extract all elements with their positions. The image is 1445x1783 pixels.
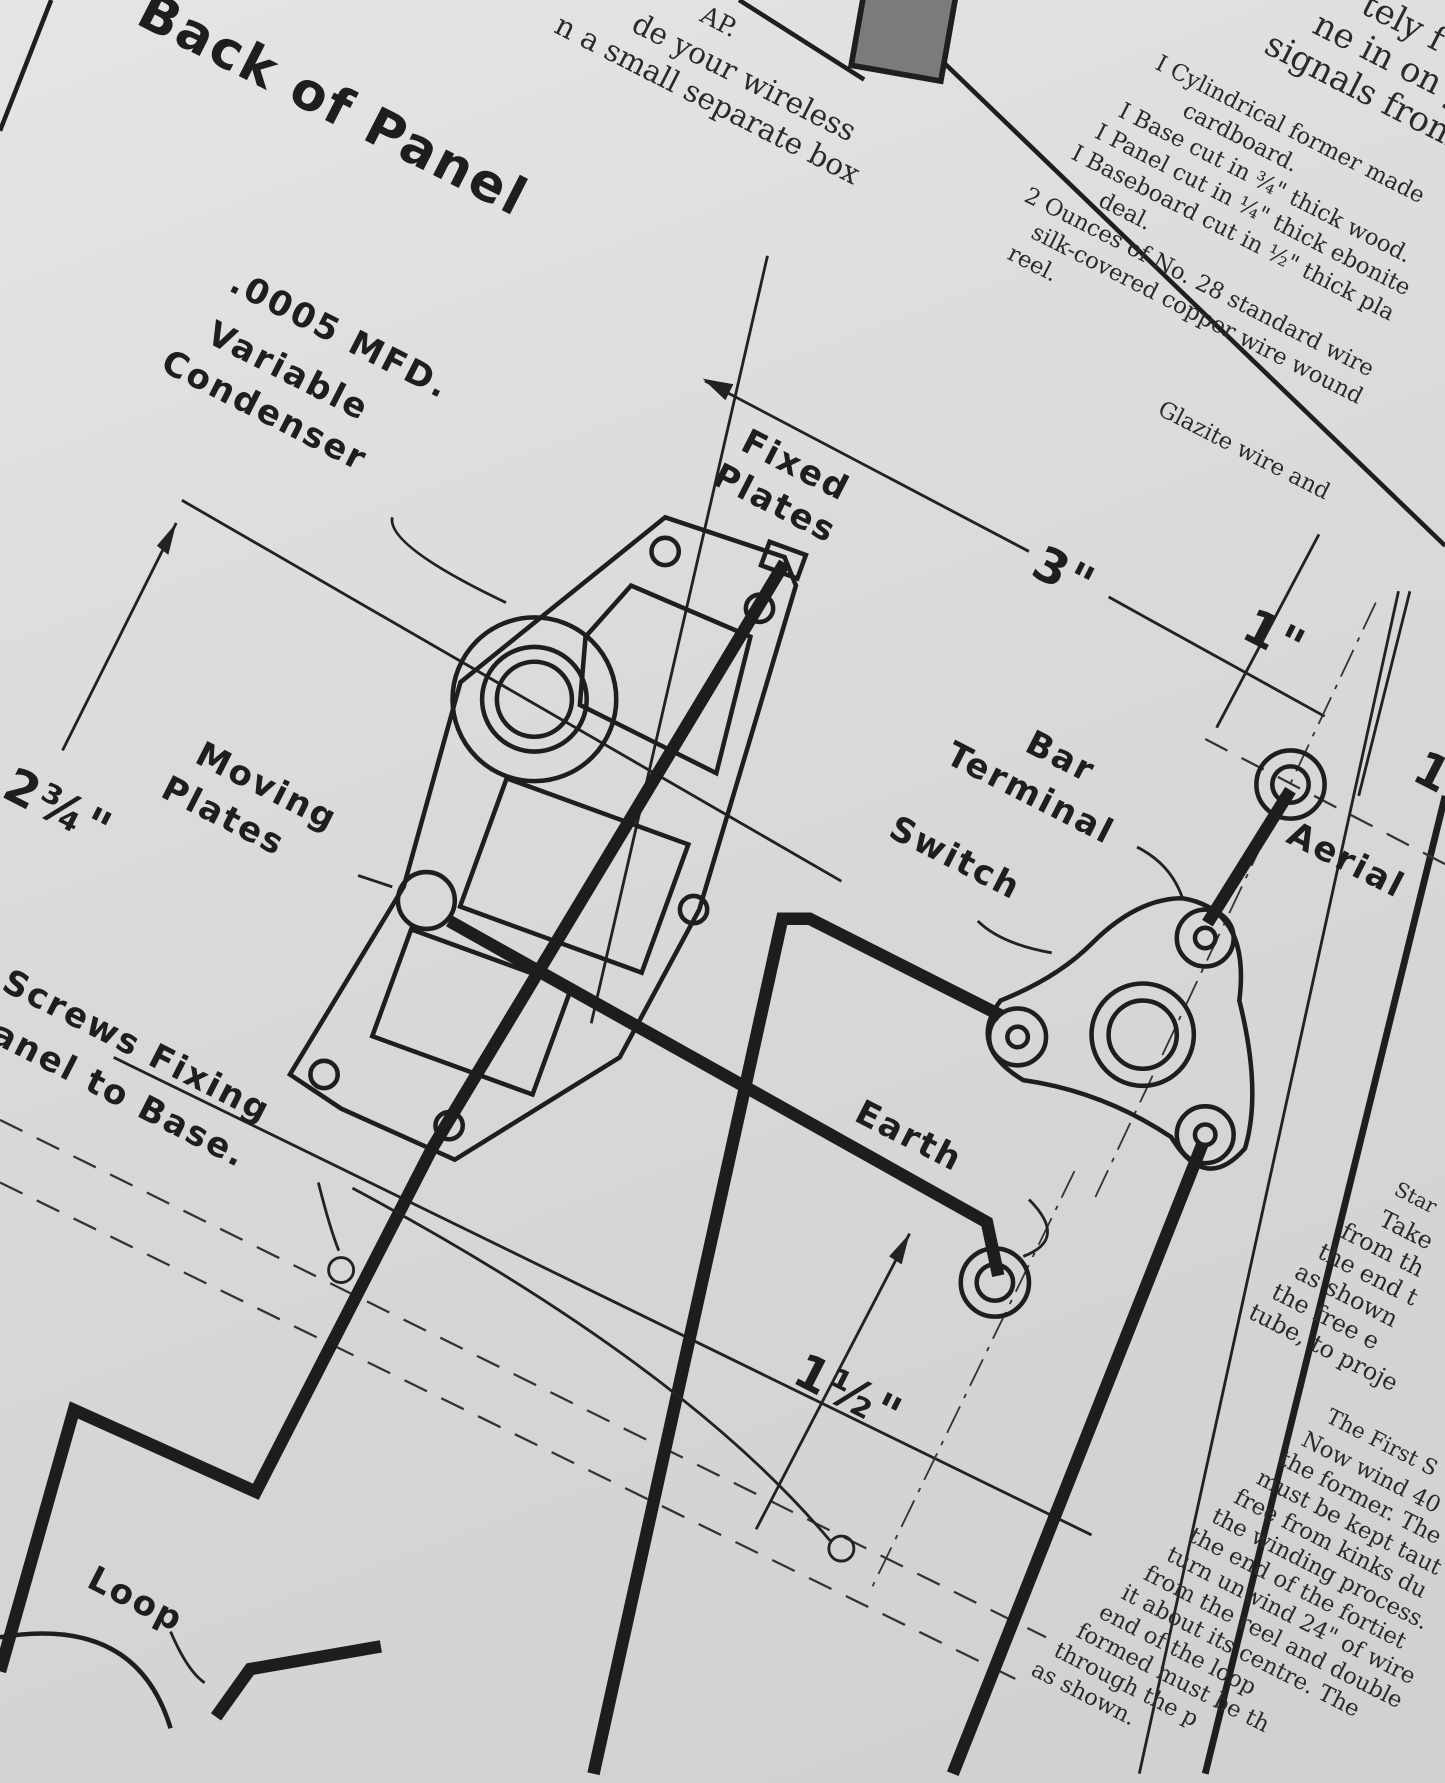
starting-section: Star Take from th the end t as shown the… [1244, 1177, 1441, 1397]
screw-icon [677, 893, 710, 926]
condenser-spindle-ring [479, 644, 589, 754]
bar-terminal [1174, 907, 1236, 969]
moving-plates-vane [369, 926, 575, 1098]
pointer-arrow [316, 1182, 341, 1252]
column-rule [1137, 590, 1400, 1775]
aerial-terminal [1270, 764, 1311, 805]
top-box-line [737, 0, 866, 82]
screw-icon [327, 1256, 356, 1284]
earth-terminal [958, 1246, 1032, 1319]
dashed-base-line [0, 1181, 1024, 1684]
grey-box [847, 0, 961, 85]
label-loop: Loop [81, 1558, 190, 1640]
dimension-line-3in [1107, 595, 1326, 718]
wire-loop-end [210, 1640, 382, 1721]
dimension-line-1in [1215, 533, 1321, 729]
first-section: The First S Now wind 40 t the former. Th… [1027, 1404, 1445, 1738]
screw-icon [308, 1058, 340, 1091]
label-switch: Switch [883, 808, 1028, 908]
loop-coil [0, 1631, 173, 1729]
dimension-line-earth [754, 1232, 911, 1530]
wire-switch-to-loop [946, 1140, 1209, 1777]
condenser-spindle-ring [450, 615, 619, 784]
dimension-earth: 1½" [785, 1343, 912, 1444]
panel-edge [113, 1056, 1093, 1537]
dimension-aerial: 1" [1234, 598, 1315, 675]
switch-contact [1192, 1122, 1218, 1148]
earth-terminal [974, 1262, 1016, 1304]
arrow-head [702, 378, 734, 401]
frame-line-right [1201, 795, 1445, 1775]
dimension-line-3in [704, 379, 1030, 553]
dashed-base-line [0, 1118, 1047, 1639]
pointer-arrow [1136, 845, 1184, 899]
pointer-arrow [357, 874, 393, 889]
switch-pivot [1106, 998, 1180, 1072]
wire-aerial-to-bar-terminal [1202, 786, 1296, 927]
centre-line [1090, 602, 1377, 1206]
pointer-arrow [351, 1186, 832, 1542]
arrow-head [156, 523, 177, 555]
switch-contact [1174, 1104, 1236, 1166]
wire-fixed-plates-to-loop [0, 559, 790, 1674]
dimension-height: 2¾" [0, 758, 121, 859]
dimension-width: 3" [1024, 536, 1105, 613]
aerial-terminal [1254, 748, 1327, 821]
dimension-line-height [61, 522, 178, 752]
switch-body [985, 895, 1255, 1171]
panel-top-edge [181, 499, 843, 883]
screw-icon [649, 535, 682, 568]
diagram-title: Back of Panel [128, 0, 537, 229]
dimension-extension [589, 255, 769, 1024]
dimension-extension [1357, 590, 1412, 797]
screw-icon [827, 1534, 856, 1563]
bar-terminal [1192, 925, 1218, 951]
aerial-dashed-line [1204, 738, 1445, 866]
fixed-plates-vane [577, 582, 754, 777]
pointer-arrow [976, 919, 1052, 955]
pointer-arrow [169, 1631, 206, 1684]
pointer-arrow [390, 517, 507, 604]
frame-line-top [942, 60, 1445, 548]
dimension-partial: 1 [1404, 741, 1445, 806]
wire-loop-to-switch [587, 912, 1004, 1776]
wire-moving-plates-to-earth [446, 915, 1005, 1278]
frame-line-left [0, 0, 54, 132]
centre-line [868, 1170, 1076, 1593]
moving-plates-terminal [395, 869, 458, 932]
switch-contact [1005, 1024, 1031, 1050]
arrow-head [889, 1233, 910, 1265]
pointer-arrow [1022, 1198, 1049, 1258]
switch-pivot [1089, 981, 1197, 1089]
label-earth: Earth [849, 1092, 970, 1180]
switch-contact [986, 1006, 1049, 1068]
condenser-spindle [494, 659, 575, 740]
